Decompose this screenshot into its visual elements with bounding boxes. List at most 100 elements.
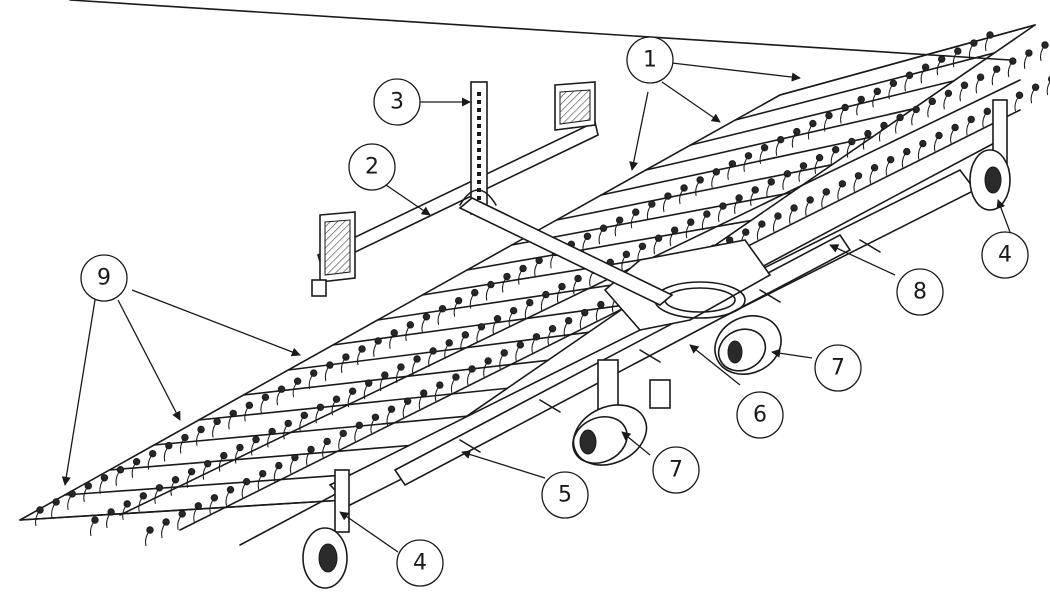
callout-7a: 7 <box>814 344 862 392</box>
callout-8-label: 8 <box>913 280 927 305</box>
leader-6 <box>689 344 741 386</box>
tine <box>342 353 350 361</box>
transport-wheel-rear <box>302 469 350 589</box>
tine <box>487 280 495 289</box>
post-hole <box>477 116 481 120</box>
tine-spring <box>434 384 441 402</box>
tine-spring <box>322 441 328 458</box>
tine-spring <box>357 348 363 366</box>
tine-spring <box>791 131 798 148</box>
tine <box>420 389 428 397</box>
tine-spring <box>340 356 347 374</box>
tine-spring <box>453 300 460 317</box>
tine <box>526 298 534 307</box>
callout-4-front: 4 <box>981 231 1029 279</box>
tine-spring <box>163 445 170 462</box>
callout-1: 1 <box>626 36 674 84</box>
tine-spring <box>437 308 443 325</box>
tine <box>597 300 605 309</box>
tine-spring <box>872 91 878 108</box>
tine-spring <box>35 509 41 527</box>
tine-spring <box>386 408 392 426</box>
connecting-beam <box>458 197 674 306</box>
leader-lines <box>61 62 1011 553</box>
tine-spring <box>450 376 457 394</box>
tine-spring <box>276 388 282 406</box>
tine-spring <box>936 58 943 76</box>
tine-spring <box>418 392 425 410</box>
tine-spring <box>1046 80 1050 96</box>
tine <box>68 490 76 498</box>
post-hole <box>477 156 481 160</box>
tine-spring <box>177 513 183 531</box>
tine-spring <box>862 133 869 150</box>
tine-spring <box>805 199 811 217</box>
tine-spring <box>389 332 395 350</box>
tine-spring <box>289 457 296 474</box>
tine-spring <box>225 489 231 506</box>
tine-spring <box>515 344 521 361</box>
callout-7b: 7 <box>652 446 700 494</box>
tine-spring <box>170 479 176 496</box>
tine-spring <box>212 421 218 438</box>
tine-spring <box>540 294 547 311</box>
tine-spring <box>573 278 579 295</box>
tine-spring <box>878 125 885 142</box>
cross-bar <box>466 219 752 271</box>
leader-9a <box>131 289 301 357</box>
tine-spring <box>324 364 331 382</box>
tine-spring <box>524 302 531 319</box>
post-holes <box>477 92 481 200</box>
tine-spring <box>1023 52 1030 70</box>
post-hole <box>477 196 481 200</box>
tine-spring <box>959 84 965 102</box>
harrow-bed <box>19 0 1050 547</box>
tine <box>100 474 109 482</box>
tine-spring <box>354 425 360 442</box>
tine-spring <box>927 101 933 118</box>
tine-spring <box>501 276 508 293</box>
tine-spring <box>711 171 717 188</box>
tine-spring <box>743 155 749 172</box>
post-hole <box>477 124 481 128</box>
tine-spring <box>646 203 653 221</box>
tine-spring <box>492 318 498 335</box>
post-hole <box>477 172 481 176</box>
tine-spring <box>308 372 315 390</box>
tine-spring <box>412 358 418 376</box>
tine-spring <box>138 495 144 512</box>
gauge-wheel-1 <box>572 404 648 466</box>
tine-spring <box>395 366 402 384</box>
callout-7a-label: 7 <box>831 356 845 381</box>
post-hole <box>477 92 481 96</box>
callout-9-label: 9 <box>97 266 111 291</box>
callout-2: 2 <box>348 143 396 191</box>
tine-spring <box>218 455 225 472</box>
tine-spring <box>807 123 814 140</box>
leader-9c <box>61 299 96 486</box>
tine-spring <box>830 149 837 166</box>
tine <box>226 486 235 494</box>
tine-spring <box>782 173 788 190</box>
tine-spring <box>679 187 685 205</box>
tine-spring <box>83 485 89 502</box>
tine-spring <box>991 68 998 86</box>
tine <box>413 355 421 363</box>
tine <box>332 395 341 403</box>
tine-spring <box>598 227 604 245</box>
tine-spring <box>99 477 105 494</box>
tine-spring <box>115 469 121 486</box>
tine <box>107 508 115 516</box>
tine-spring <box>154 487 160 504</box>
callout-6: 6 <box>736 391 784 439</box>
tine-spring <box>982 111 988 128</box>
tine-spring <box>147 453 154 470</box>
tine-spring <box>379 374 386 392</box>
tine-spring <box>750 189 756 207</box>
cross-bar <box>63 471 387 496</box>
tine <box>310 369 318 377</box>
tine-spring <box>846 141 853 158</box>
tine-spring <box>1007 60 1014 78</box>
tine-spring <box>405 324 411 341</box>
tine-spring <box>347 390 354 408</box>
